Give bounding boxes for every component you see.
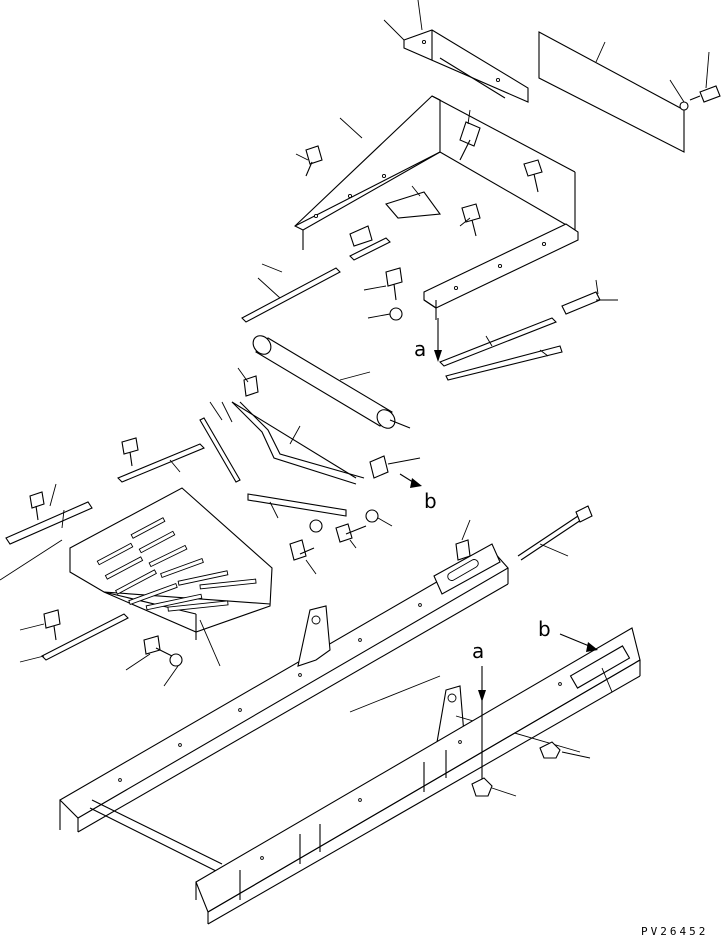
main-frame-lower-rail <box>195 627 641 925</box>
hex-nut-1 <box>539 741 591 759</box>
mid-bolt-2 <box>289 539 317 575</box>
callout-a-upper-arrow <box>434 318 442 362</box>
cover-bolt <box>669 51 721 111</box>
support-frame <box>294 95 576 250</box>
upper-bolt-1 <box>459 109 481 161</box>
small-clip <box>237 367 259 397</box>
long-strip-1 <box>439 317 557 367</box>
step-bolt-1 <box>121 437 139 467</box>
wedge-plate-3 <box>561 279 618 315</box>
hex-nut-2 <box>471 777 517 797</box>
v-bracket <box>221 401 365 485</box>
drawing-code: PV26452 <box>641 925 708 938</box>
roller <box>252 335 411 429</box>
mid-washer <box>367 307 403 321</box>
diagonal-rod <box>199 401 241 483</box>
top-bracket <box>383 0 529 103</box>
step-strip-2 <box>0 501 93 581</box>
mid-bolt-3 <box>335 523 367 549</box>
long-strip-2 <box>445 345 563 381</box>
callout-b-lower: b <box>538 617 551 641</box>
upper-strip-2 <box>349 237 391 261</box>
upper-bolt-4 <box>459 203 481 237</box>
right-angle-bracket <box>423 223 579 320</box>
grating-strip <box>19 613 129 663</box>
frame-upright-1 <box>297 605 331 667</box>
wedge-plate-2 <box>349 225 373 247</box>
cross-shaft <box>89 675 441 873</box>
clip-bracket <box>369 455 421 479</box>
lower-left-bolt <box>125 619 221 687</box>
step-grating <box>69 487 273 640</box>
upper-strip-1 <box>241 263 341 323</box>
wedge-plate-1 <box>385 185 442 219</box>
long-threaded-bolt <box>517 505 593 561</box>
step-bolt-2 <box>29 483 57 521</box>
grating-slots <box>96 517 257 612</box>
mid-washer-3 <box>365 509 393 527</box>
callout-b-upper: b <box>424 489 437 513</box>
upper-bolt-2 <box>295 145 323 177</box>
step-strip-1 <box>117 443 205 483</box>
mid-washer-2 <box>309 519 323 533</box>
callout-a-upper: a <box>414 337 426 361</box>
upper-bolt-3 <box>523 159 543 193</box>
mid-bolt <box>363 267 403 301</box>
callout-b-upper-arrow <box>399 473 422 488</box>
cover-plate <box>538 31 685 153</box>
lower-flat-strip <box>247 493 347 519</box>
callout-b-lower-arrow <box>559 633 613 693</box>
main-frame-upper-rail <box>59 543 509 833</box>
square-nut <box>455 519 471 561</box>
grating-bolt <box>19 609 61 641</box>
callout-a-lower: a <box>472 639 484 663</box>
callout-a-lower-arrow <box>478 666 486 780</box>
